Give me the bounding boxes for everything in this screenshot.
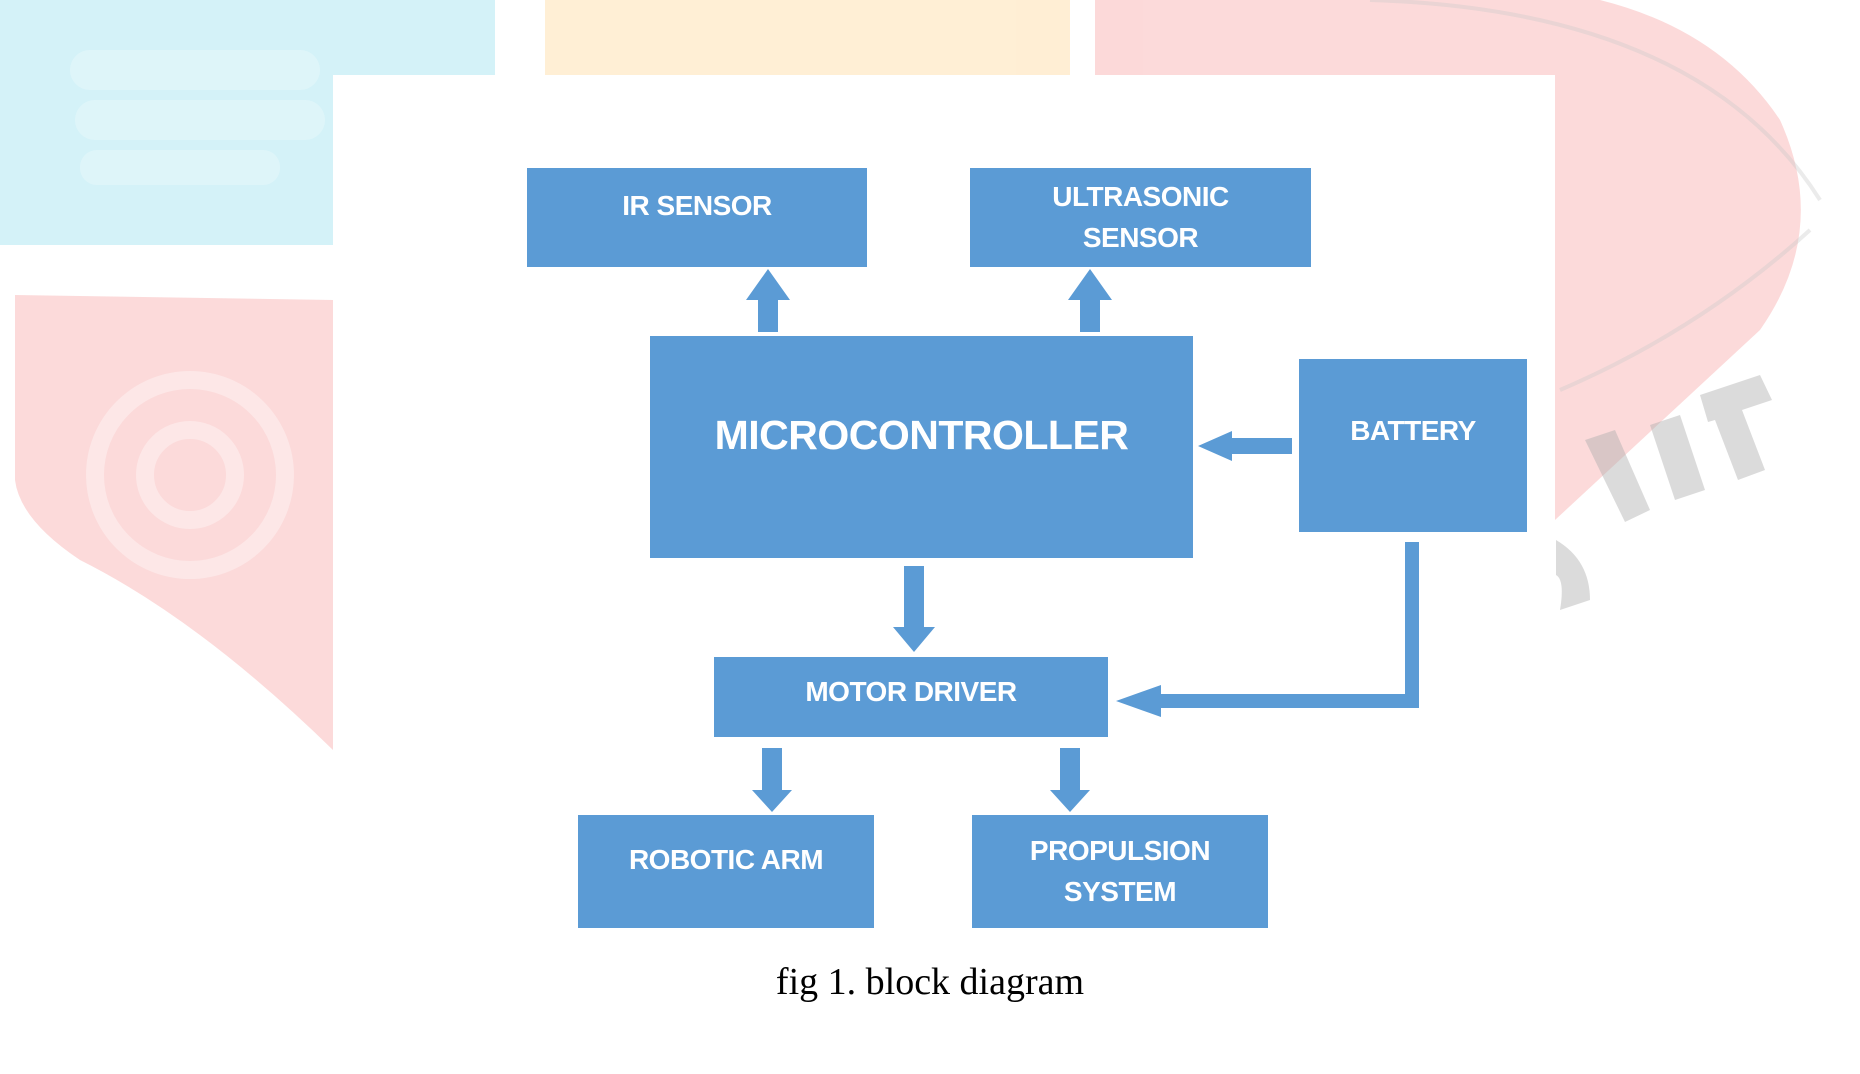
block-motor-driver-label: MOTOR DRIVER <box>805 676 1017 707</box>
block-microcontroller-label: MICROCONTROLLER <box>714 412 1129 458</box>
block-ultrasonic-sensor: ULTRASONIC SENSOR <box>970 168 1311 267</box>
block-propulsion-system: PROPULSION SYSTEM <box>972 815 1268 928</box>
block-microcontroller: MICROCONTROLLER <box>650 336 1193 558</box>
block-motor-driver: MOTOR DRIVER <box>714 657 1108 737</box>
block-battery: BATTERY <box>1299 359 1527 532</box>
block-robotic-arm: ROBOTIC ARM <box>578 815 874 928</box>
watermark-orange-panel <box>545 0 1070 75</box>
block-ultrasonic-sensor-label: ULTRASONIC SENSOR <box>1052 180 1229 253</box>
watermark-red-panel <box>1095 0 1801 520</box>
block-ir-sensor-label: IR SENSOR <box>622 190 772 221</box>
block-battery-label: BATTERY <box>1350 415 1476 446</box>
block-robotic-arm-label: ROBOTIC ARM <box>628 844 824 875</box>
watermark-gear-icon <box>86 371 294 579</box>
figure-caption: fig 1. block diagram <box>775 961 1085 1003</box>
block-propulsion-system-label: PROPULSION SYSTEM <box>1029 834 1211 907</box>
block-ir-sensor: IR SENSOR <box>527 168 867 267</box>
watermark-red-lower-panel <box>15 295 333 750</box>
